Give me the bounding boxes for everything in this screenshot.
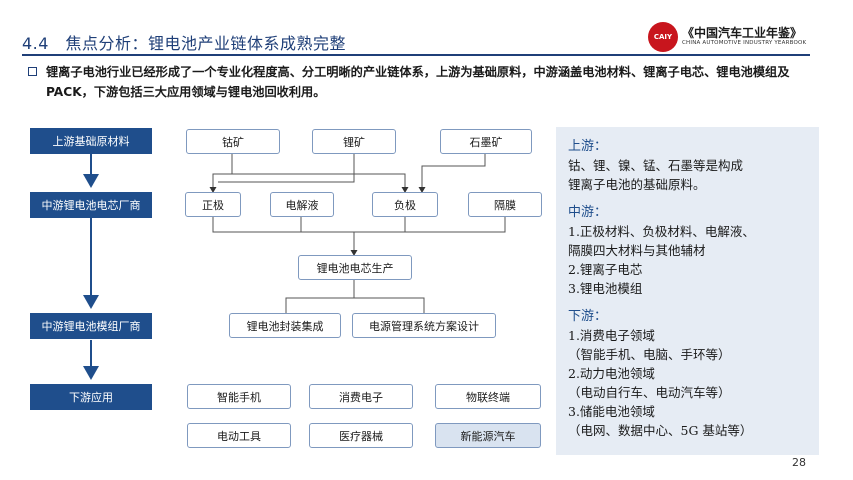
header-divider <box>22 54 810 56</box>
page-number: 28 <box>792 456 806 469</box>
raw-graphite: 石墨矿 <box>440 129 532 154</box>
panel-midstream-line: 2.锂离子电芯 <box>568 262 643 277</box>
stage-upstream: 上游基础原材料 <box>30 128 152 154</box>
raw-lithium: 锂矿 <box>312 129 396 154</box>
app-consumer-electronics: 消费电子 <box>309 384 413 409</box>
app-medical-devices: 医疗器械 <box>309 423 413 448</box>
logo-name: 《中国汽车工业年鉴》 <box>682 26 803 40</box>
material-anode: 负极 <box>372 192 438 217</box>
panel-upstream-line: 钴、锂、镍、锰、石墨等是构成 <box>568 158 744 173</box>
page-title: 4.4 焦点分析：锂电池产业链体系成熟完整 <box>22 34 346 53</box>
panel-midstream-line: 3.锂电池模组 <box>568 281 643 296</box>
module-bms-design: 电源管理系统方案设计 <box>352 313 496 338</box>
panel-midstream-line: 隔膜四大材料与其他辅材 <box>568 243 706 258</box>
material-electrolyte: 电解液 <box>270 192 334 217</box>
panel-upstream-title: 上游： <box>568 139 608 154</box>
material-separator: 隔膜 <box>468 192 542 217</box>
panel-downstream-line: （电动自行车、电动汽车等） <box>568 385 731 400</box>
panel-downstream-line: 3.储能电池领域 <box>568 404 655 419</box>
stage-midstream-cell: 中游锂电池电芯厂商 <box>30 192 152 218</box>
caiy-logo-icon: CAIY <box>648 22 678 52</box>
panel-downstream-line: 1.消费电子领域 <box>568 328 655 343</box>
material-cathode: 正极 <box>185 192 241 217</box>
intro-text: 锂离子电池行业已经形成了一个专业化程度高、分工明晰的产业链体系，上游为基础原料，… <box>46 65 790 99</box>
app-iot-terminal: 物联终端 <box>435 384 541 409</box>
panel-upstream-line: 锂离子电池的基础原料。 <box>568 177 706 192</box>
panel-midstream-title: 中游： <box>568 205 608 220</box>
panel-downstream-title: 下游： <box>568 309 608 324</box>
app-power-tools: 电动工具 <box>187 423 291 448</box>
panel-downstream-line: 2.动力电池领域 <box>568 366 655 381</box>
app-new-energy-vehicles: 新能源汽车 <box>435 423 541 448</box>
app-smartphone: 智能手机 <box>187 384 291 409</box>
panel-downstream-line: （电网、数据中心、5G 基站等） <box>568 423 753 438</box>
raw-cobalt: 钴矿 <box>186 129 280 154</box>
cell-production: 锂电池电芯生产 <box>298 255 412 280</box>
logo-subtitle: CHINA AUTOMOTIVE INDUSTRY YEARBOOK <box>682 40 807 46</box>
module-integration: 锂电池封装集成 <box>229 313 341 338</box>
stage-midstream-module: 中游锂电池模组厂商 <box>30 313 152 339</box>
explanation-panel: 上游： 钴、锂、镍、锰、石墨等是构成 锂离子电池的基础原料。 中游： 1.正极材… <box>556 127 819 455</box>
panel-downstream-line: （智能手机、电脑、手环等） <box>568 347 731 362</box>
bullet-square-icon <box>28 67 37 76</box>
panel-midstream-line: 1.正极材料、负极材料、电解液、 <box>568 224 755 239</box>
yearbook-logo: CAIY 《中国汽车工业年鉴》 CHINA AUTOMOTIVE INDUSTR… <box>648 22 818 52</box>
stage-downstream: 下游应用 <box>30 384 152 410</box>
